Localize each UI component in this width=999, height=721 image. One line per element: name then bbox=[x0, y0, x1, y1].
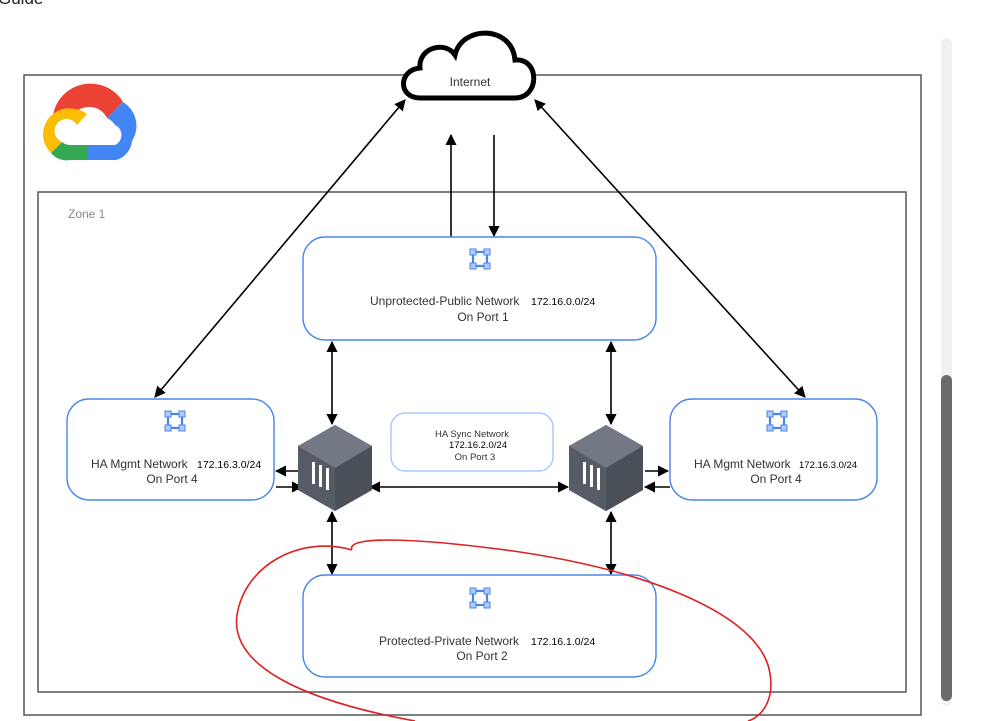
private-network-cidr: 172.16.1.0/24 bbox=[531, 636, 595, 648]
public-network-port: On Port 1 bbox=[457, 310, 509, 324]
scrollbar-thumb[interactable] bbox=[941, 375, 952, 701]
public-network-cidr: 172.16.0.0/24 bbox=[531, 296, 595, 308]
mgmt-left-cidr: 172.16.3.0/24 bbox=[197, 459, 261, 471]
firewall-appliance-icon[interactable] bbox=[298, 425, 372, 511]
google-cloud-logo bbox=[43, 83, 137, 161]
zone-frame bbox=[37, 191, 907, 693]
scrollbar-track[interactable] bbox=[941, 38, 952, 706]
firewall-appliance-icon[interactable] bbox=[569, 425, 643, 511]
mgmt-right-port: On Port 4 bbox=[750, 472, 802, 486]
sync-network-cidr: 172.16.2.0/24 bbox=[449, 440, 507, 451]
sync-network-name: HA Sync Network bbox=[435, 429, 509, 440]
red-annotation-circle bbox=[235, 539, 772, 721]
zone-label: Zone 1 bbox=[68, 207, 106, 221]
ha-mgmt-network-left-box[interactable]: HA Mgmt Network 172.16.3.0/24 On Port 4 bbox=[66, 398, 275, 501]
mgmt-right-cidr: 172.16.3.0/24 bbox=[799, 460, 857, 471]
page-title: Guide bbox=[0, 0, 43, 9]
internet-cloud-icon bbox=[401, 30, 537, 101]
sync-network-port: On Port 3 bbox=[455, 452, 496, 463]
mgmt-left-port: On Port 4 bbox=[146, 472, 198, 486]
ha-sync-network-box[interactable]: HA Sync Network 172.16.2.0/24 On Port 3 bbox=[390, 412, 554, 472]
private-network-port: On Port 2 bbox=[456, 649, 508, 663]
public-network-box[interactable]: Unprotected-Public Network 172.16.0.0/24… bbox=[302, 236, 657, 341]
connection-arrows bbox=[154, 99, 806, 576]
private-network-box[interactable]: Protected-Private Network 172.16.1.0/24 … bbox=[302, 574, 657, 678]
internet-label: Internet bbox=[450, 75, 491, 89]
public-network-name: Unprotected-Public Network bbox=[370, 294, 520, 308]
ha-mgmt-network-right-box[interactable]: HA Mgmt Network 172.16.3.0/24 On Port 4 bbox=[669, 398, 878, 501]
private-network-name: Protected-Private Network bbox=[379, 634, 520, 648]
mgmt-left-name: HA Mgmt Network bbox=[91, 457, 189, 471]
mgmt-right-name: HA Mgmt Network bbox=[694, 457, 792, 471]
